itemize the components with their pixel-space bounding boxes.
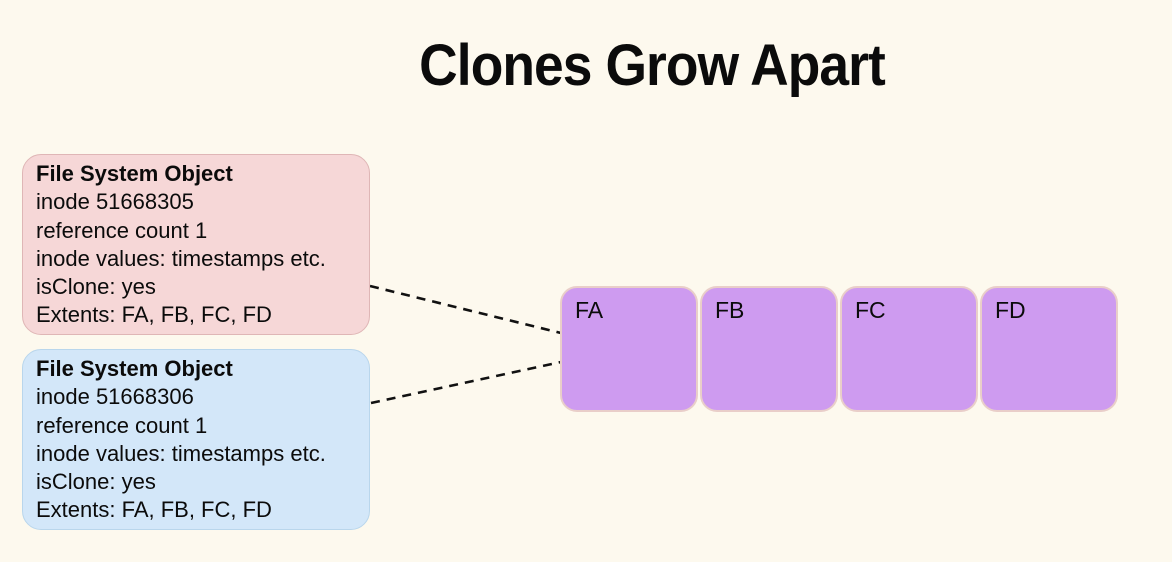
extent-box-fc: FC <box>840 286 978 412</box>
extent-label: FB <box>715 297 745 323</box>
extent-label: FC <box>855 297 886 323</box>
fso-inode-line: inode 51668306 <box>36 384 194 410</box>
connector-line-pink-to-fa <box>369 284 562 335</box>
fso-heading: File System Object <box>36 161 233 186</box>
extent-label: FD <box>995 297 1026 323</box>
extent-box-fb: FB <box>700 286 838 412</box>
fso-isclone-line: isClone: yes <box>36 274 156 300</box>
fso-heading: File System Object <box>36 356 233 381</box>
fso-extents-line: Extents: FA, FB, FC, FD <box>36 302 272 328</box>
page-title: Clones Grow Apart <box>419 33 886 98</box>
fso-refcount-line: reference count 1 <box>36 217 208 243</box>
fso-inode-line: inode 51668305 <box>36 189 194 215</box>
extent-box-fa: FA <box>560 286 698 412</box>
fso-box-inode-51668306: File System Object inode 51668306 refere… <box>22 349 370 530</box>
fso-isclone-line: isClone: yes <box>36 469 156 495</box>
fso-values-line: inode values: timestamps etc. <box>36 440 326 466</box>
fso-box-inode-51668305: File System Object inode 51668305 refere… <box>22 154 370 335</box>
extent-box-fd: FD <box>980 286 1118 412</box>
connector-line-blue-to-fa <box>370 360 562 405</box>
fso-extents-line: Extents: FA, FB, FC, FD <box>36 497 272 523</box>
fso-refcount-line: reference count 1 <box>36 412 208 438</box>
fso-values-line: inode values: timestamps etc. <box>36 245 326 271</box>
extent-label: FA <box>575 297 604 323</box>
